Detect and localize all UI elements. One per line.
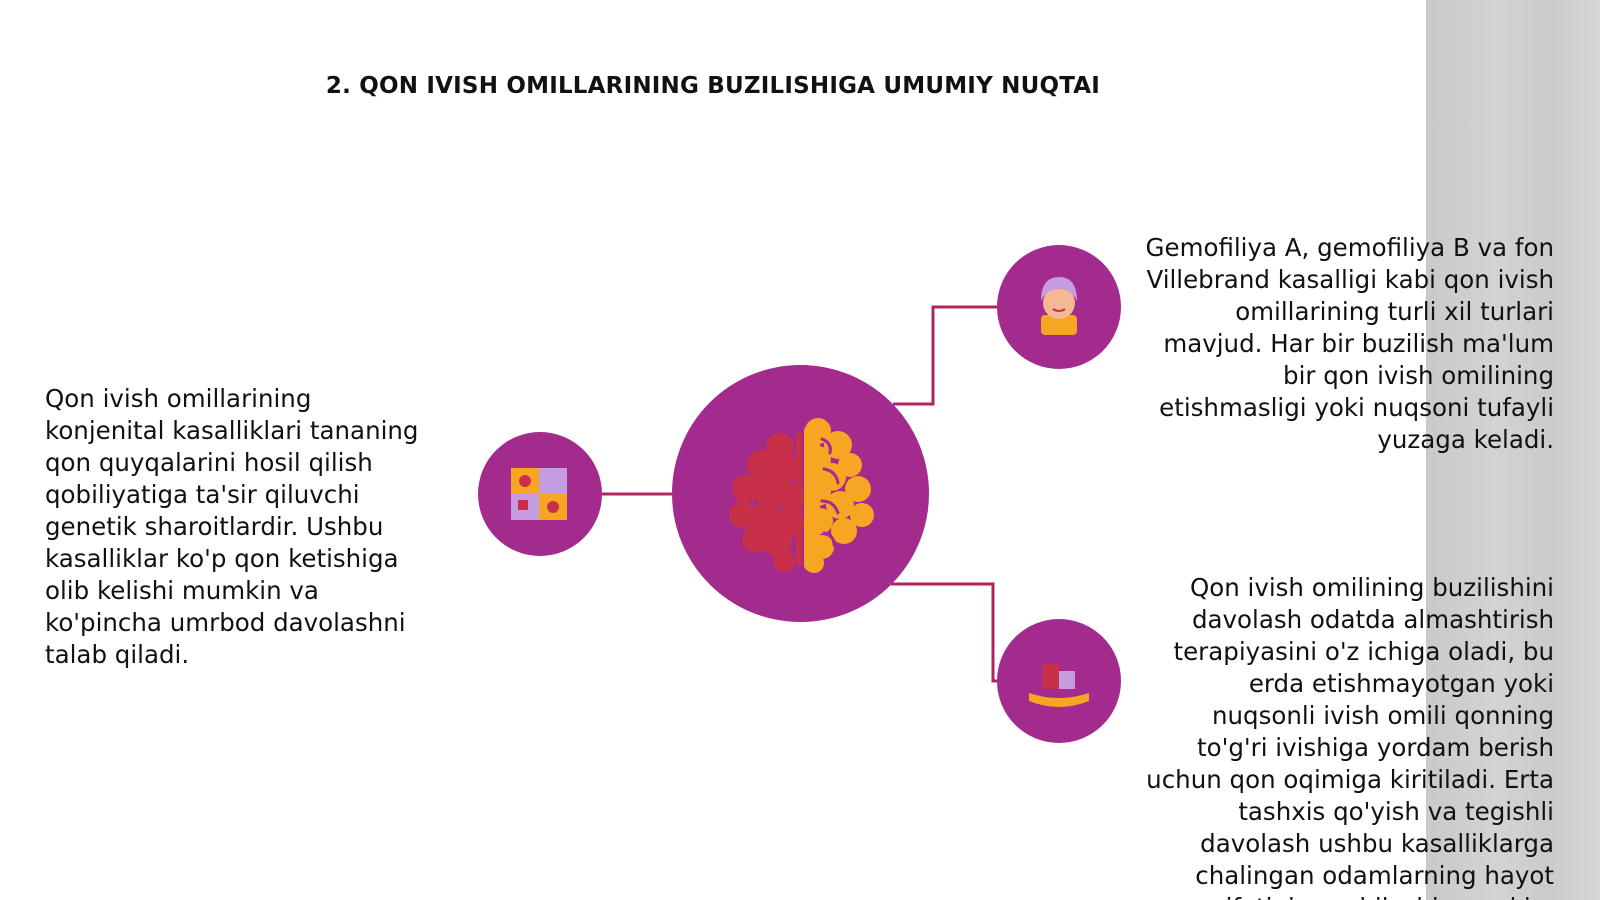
slide-title: 2. QON IVISH OMILLARINING BUZILISHIGA UM… [325,73,1101,100]
paragraph-left: Qon ivish omillarining konjenital kasall… [45,384,419,669]
top-right-node [997,245,1121,369]
background-panel [1426,0,1600,900]
connector-bottom-right [891,582,997,683]
hand-holding-icon [1029,663,1089,707]
center-node [672,365,929,622]
brain-icon [729,418,874,573]
bottom-right-node [997,619,1121,743]
person-avatar-icon [1041,277,1077,335]
puzzle-blocks-icon [511,468,567,520]
paragraph-top-right: Gemofiliya A, gemofiliya B va fon Villeb… [1145,233,1554,454]
left-node [478,432,602,556]
connector-top-right [893,305,997,406]
paragraph-bottom-right: Qon ivish omilining buzilishini davolash… [1146,573,1554,900]
